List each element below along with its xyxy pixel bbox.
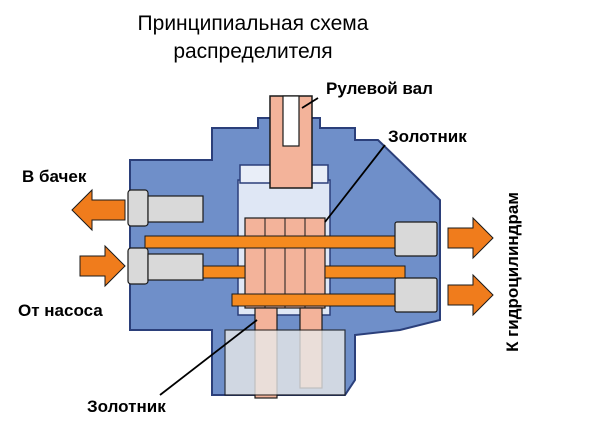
- label-from-pump: От насоса: [18, 301, 103, 320]
- label-to-tank: В бачек: [22, 167, 87, 186]
- left-fittings: [127, 189, 204, 285]
- title-line-1: Принципиальная схема: [138, 12, 369, 35]
- to-tank-arrow: [71, 188, 126, 232]
- spool-grid: [264, 218, 306, 308]
- label-to-cylinders: К гидроцилиндрам: [503, 192, 522, 352]
- from-pump-arrow: [79, 244, 126, 288]
- title-line-2: распределителя: [173, 40, 332, 63]
- lower-cavity: [224, 329, 346, 396]
- to-cylinder-arrow-top: [447, 216, 494, 260]
- label-spool-bottom: Золотник: [87, 397, 166, 416]
- label-steering-shaft: Рулевой вал: [326, 79, 433, 98]
- right-fittings: [394, 221, 438, 313]
- label-spool-top: Золотник: [388, 127, 467, 146]
- steering-shaft-inner: [282, 95, 300, 147]
- pointer-lines: [159, 97, 386, 396]
- to-cylinder-arrow-bottom: [447, 273, 494, 317]
